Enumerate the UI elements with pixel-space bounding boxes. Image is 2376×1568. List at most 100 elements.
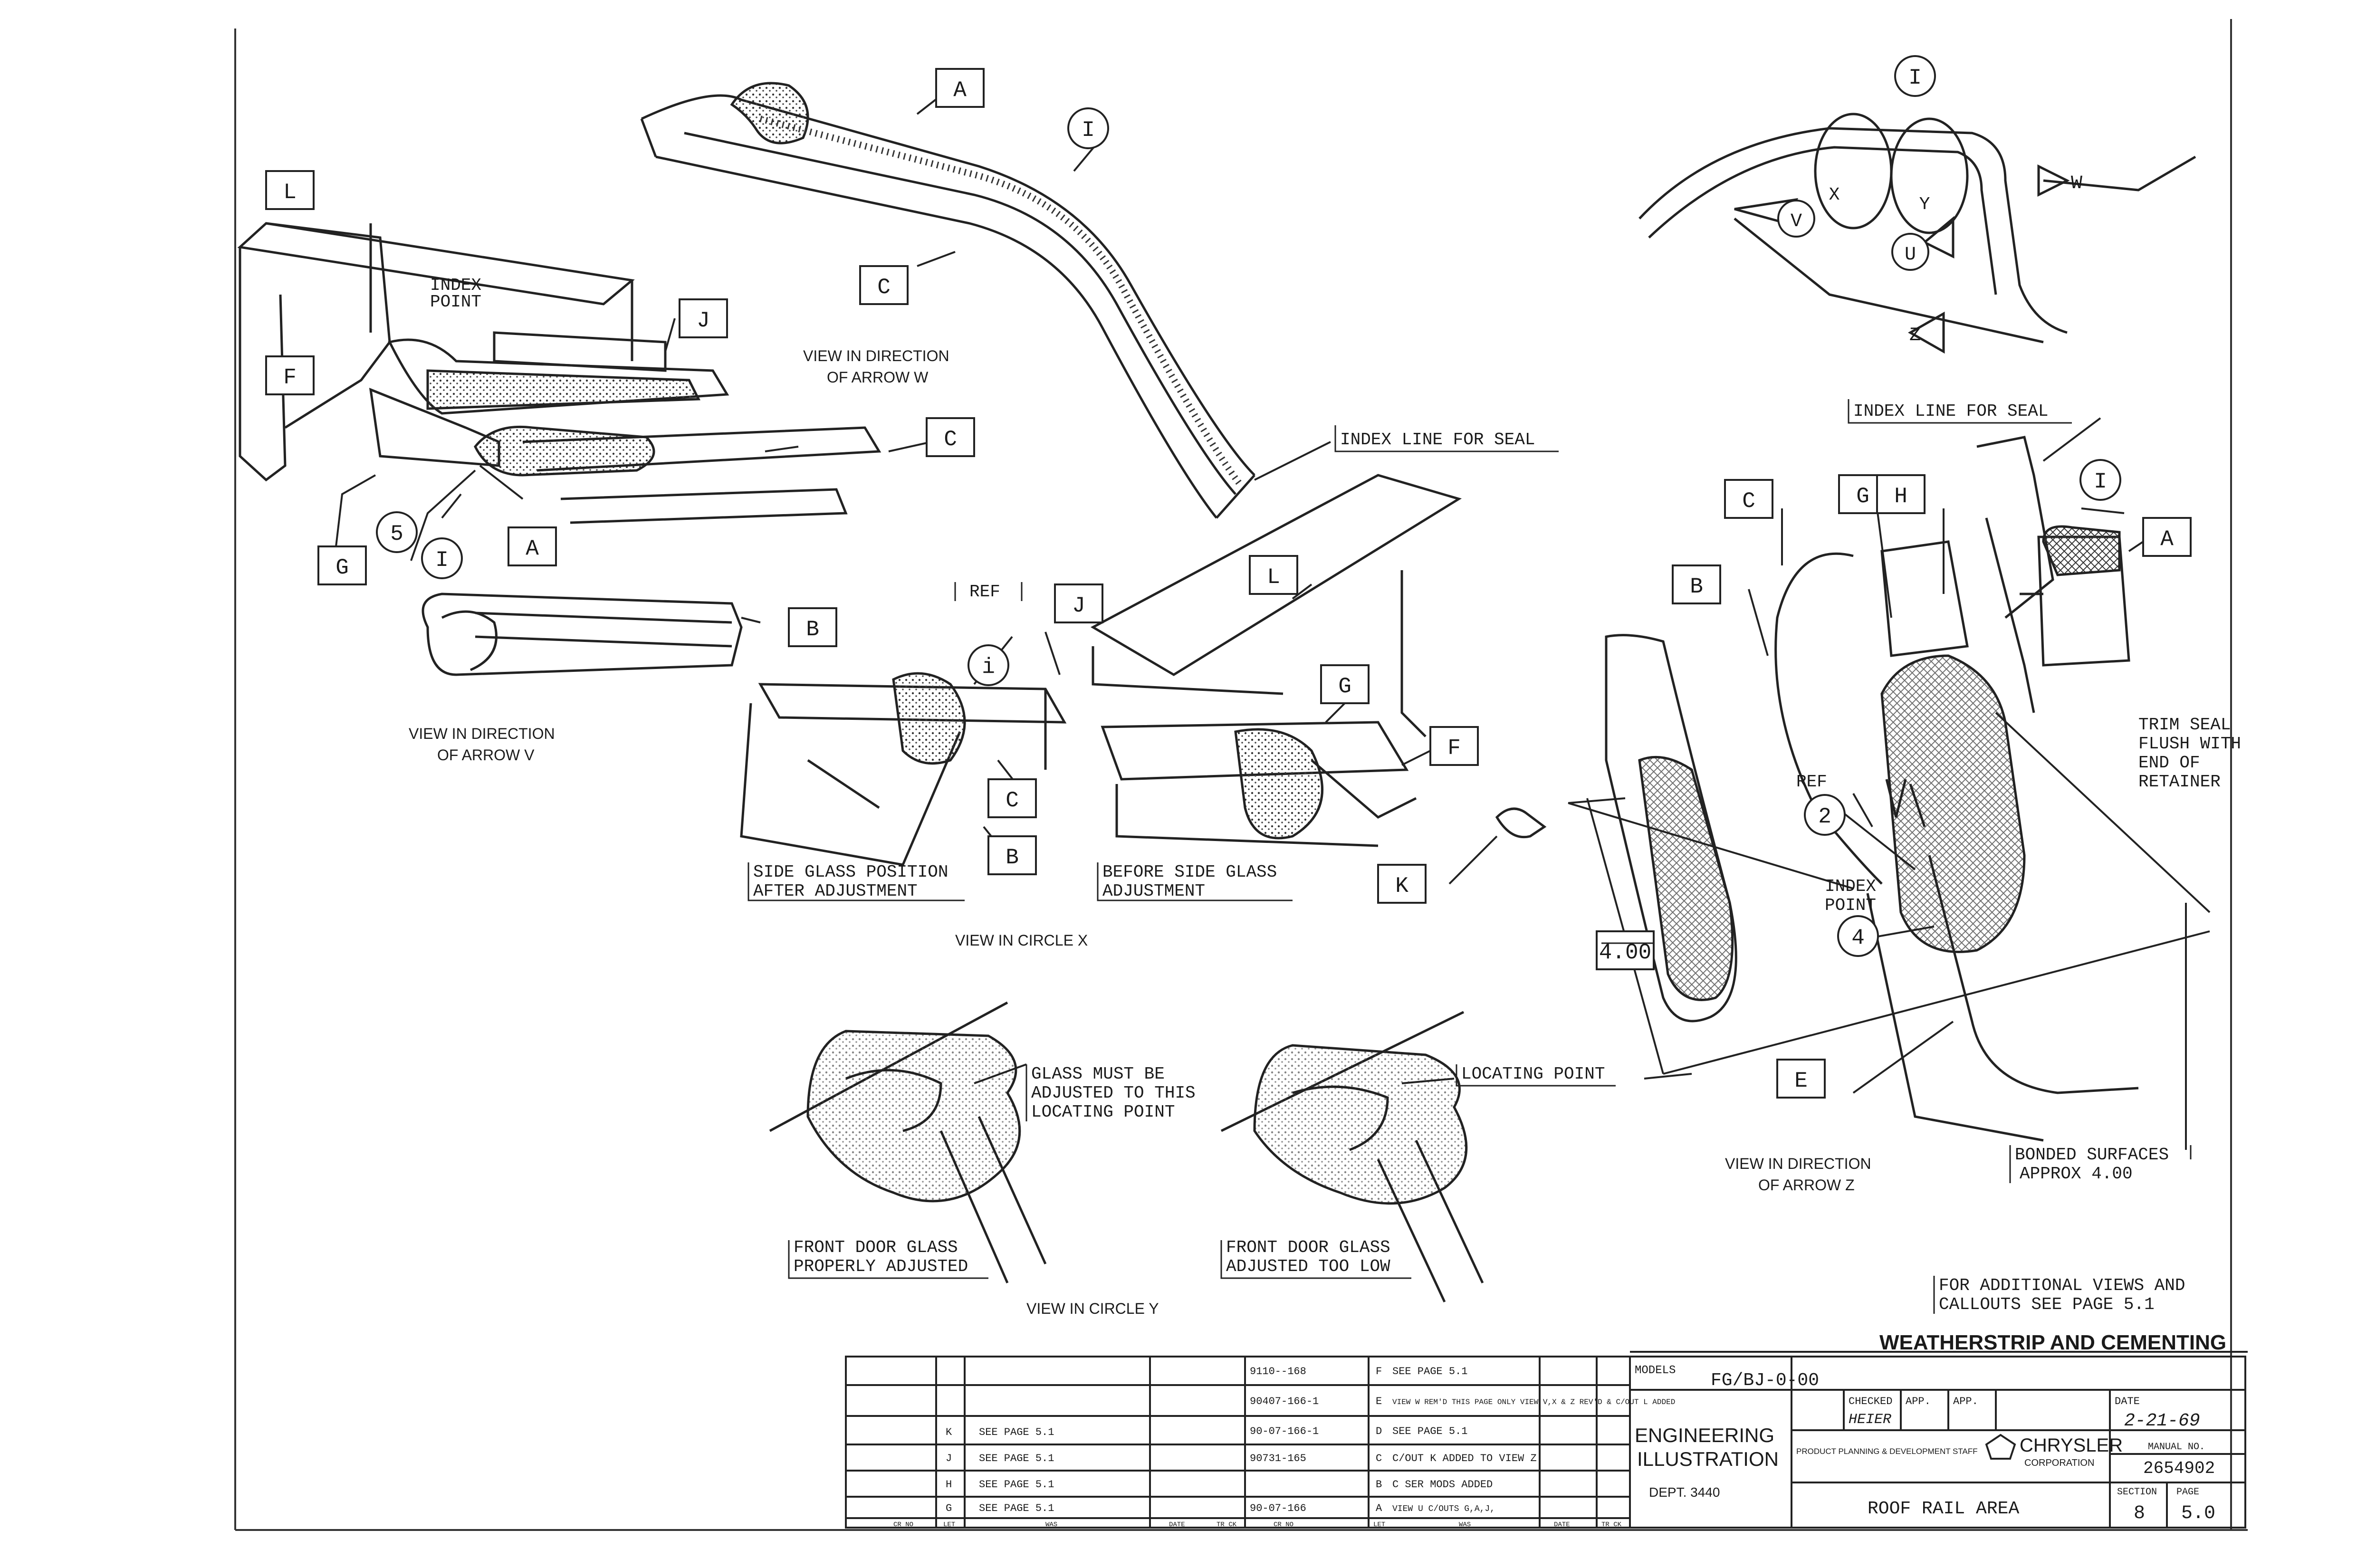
index-point-right-1: INDEX (1825, 877, 1876, 896)
footer-col-3: DATE (1169, 1521, 1185, 1529)
index-line-seal-top: INDEX LINE FOR SEAL (1340, 430, 1535, 449)
side-glass-after-2: AFTER ADJUSTMENT (753, 881, 918, 901)
index-point-right-2: POINT (1825, 896, 1876, 915)
callout-j-left: J (697, 308, 710, 333)
callout-h-right: H (1894, 484, 1907, 509)
view-arrow-z-drawing (1605, 436, 2139, 1142)
callout-b-right: B (1690, 574, 1703, 599)
left-rev-ltr-0: K (946, 1426, 952, 1438)
date-value: 2-21-69 (2124, 1411, 2200, 1431)
rev-code-3: 90731-165 (1250, 1453, 1306, 1464)
rev-desc-1: VIEW W REM'D THIS PAGE ONLY VIEW V,X & Z… (1392, 1398, 1675, 1406)
view-arrow-w-line1: VIEW IN DIRECTION (803, 347, 949, 364)
rev-desc-5: VIEW U C/OUTS G,A,J, (1392, 1504, 1495, 1514)
index-point-label: INDEX (430, 276, 481, 295)
revision-table: 9110--168 F SEE PAGE 5.1 90407-166-1 E V… (893, 1366, 1675, 1529)
callout-f-center: F (1447, 736, 1461, 761)
glass-must-be-2: ADJUSTED TO THIS (1031, 1083, 1196, 1103)
rev-ltr-3: C (1376, 1453, 1382, 1464)
footer-col-6: LET (1373, 1521, 1385, 1529)
left-rev-ltr-1: J (946, 1453, 952, 1464)
engineering-line1: ENGINEERING (1635, 1424, 1774, 1446)
callout-l-center: L (1267, 565, 1280, 590)
callout-5-left: 5 (390, 522, 403, 546)
rev-code-2: 90-07-166-1 (1250, 1425, 1319, 1437)
rev-desc-2: SEE PAGE 5.1 (1392, 1425, 1467, 1437)
additional-views-2: CALLOUTS SEE PAGE 5.1 (1939, 1295, 2155, 1314)
bonded-surfaces-2: APPROX 4.00 (2020, 1164, 2133, 1184)
side-glass-before-2: ADJUSTMENT (1102, 881, 1205, 901)
glass-must-be-3: LOCATING POINT (1031, 1102, 1175, 1122)
side-glass-after-1: SIDE GLASS POSITION (753, 862, 948, 882)
callout-a-right: A (2160, 527, 2174, 552)
callout-1-left: I (435, 548, 449, 573)
rev-ltr-0: F (1376, 1366, 1382, 1377)
checked-value: HEIER (1849, 1412, 1891, 1428)
rev-ltr-2: D (1376, 1425, 1382, 1437)
callout-l-left: L (283, 180, 297, 205)
subject-title: ROOF RAIL AREA (1868, 1499, 2019, 1519)
view-arrow-v-line2: OF ARROW V (437, 746, 535, 764)
ref-label: REF (969, 582, 1000, 602)
callout-c-left: C (944, 427, 957, 452)
side-glass-before-1: BEFORE SIDE GLASS (1102, 862, 1277, 882)
rivet-k-drawing (1495, 807, 1547, 839)
trim-seal-1: TRIM SEAL (2138, 715, 2231, 735)
view-circle-y-drawing (769, 1001, 1484, 1303)
callout-1-right: I (2094, 469, 2107, 494)
arrow-v-label: V (1791, 211, 1802, 232)
view-circle-x-label: VIEW IN CIRCLE X (955, 932, 1088, 949)
callout-k: K (1395, 874, 1408, 899)
title-block-text: WEATHERSTRIP AND CEMENTING MODELS FG/BJ-… (1635, 1331, 2226, 1524)
callout-4-right: 4 (1851, 926, 1865, 950)
callout-g-center: G (1338, 674, 1351, 699)
page-value: 5.0 (2181, 1503, 2215, 1524)
front-door-too-low-2: ADJUSTED TOO LOW (1226, 1257, 1390, 1276)
view-circle-x-drawing (740, 474, 1462, 866)
arrow-w-label: W (2071, 173, 2082, 194)
page-label: PAGE (2176, 1487, 2199, 1498)
checked-label: CHECKED (1849, 1396, 1892, 1407)
callout-c-right: C (1742, 489, 1755, 514)
callout-a-left: A (526, 536, 539, 561)
manual-value: 2654902 (2143, 1459, 2215, 1478)
rev-desc-4: C SER MODS ADDED (1392, 1479, 1493, 1491)
rev-desc-0: SEE PAGE 5.1 (1392, 1366, 1467, 1377)
view-arrow-z-line1: VIEW IN DIRECTION (1725, 1155, 1871, 1172)
left-rev-desc-1: SEE PAGE 5.1 (979, 1453, 1054, 1464)
callout-b-center: B (1006, 845, 1019, 870)
callout-c-top: C (877, 275, 891, 300)
dimension-value: 4.00 (1599, 940, 1651, 965)
models-label: MODELS (1635, 1364, 1676, 1377)
view-arrow-v-line1: VIEW IN DIRECTION (409, 725, 555, 742)
sheet-border (234, 19, 2248, 1531)
index-line-seal-right: INDEX LINE FOR SEAL (1853, 402, 2048, 421)
models-value: FG/BJ-0-00 (1711, 1370, 1819, 1391)
section-value: 8 (2134, 1503, 2145, 1524)
view-arrow-w-line2: OF ARROW W (827, 369, 929, 386)
app-label-1: APP. (1906, 1396, 1931, 1407)
footer-col-9: TR CK (1601, 1521, 1622, 1529)
view-circle-y-label: VIEW IN CIRCLE Y (1026, 1300, 1159, 1317)
ref-label-right: REF (1796, 772, 1827, 792)
arrow-u-label: U (1905, 244, 1916, 266)
circle-y-label: Y (1919, 194, 1930, 215)
left-rev-desc-2: SEE PAGE 5.1 (979, 1479, 1054, 1491)
glass-must-be-1: GLASS MUST BE (1031, 1064, 1165, 1084)
rev-code-0: 9110--168 (1250, 1366, 1306, 1377)
circle-x-label: X (1829, 185, 1840, 205)
manual-label: MANUAL NO. (2148, 1442, 2205, 1453)
locating-point-label: LOCATING POINT (1461, 1064, 1605, 1084)
callout-e-right: E (1794, 1069, 1808, 1093)
footer-col-0: CR NO (893, 1521, 913, 1529)
rev-ltr-1: E (1376, 1396, 1382, 1407)
callout-g-right: G (1856, 484, 1869, 509)
left-rev-desc-0: SEE PAGE 5.1 (979, 1426, 1054, 1438)
left-assembly-drawing (237, 222, 881, 524)
left-rev-ltr-3: G (946, 1502, 952, 1514)
footer-col-4: TR CK (1217, 1521, 1237, 1529)
front-door-properly-1: FRONT DOOR GLASS (794, 1238, 958, 1257)
rev-desc-3: C/OUT K ADDED TO VIEW Z (1392, 1453, 1537, 1464)
callout-f-left: F (283, 365, 297, 390)
